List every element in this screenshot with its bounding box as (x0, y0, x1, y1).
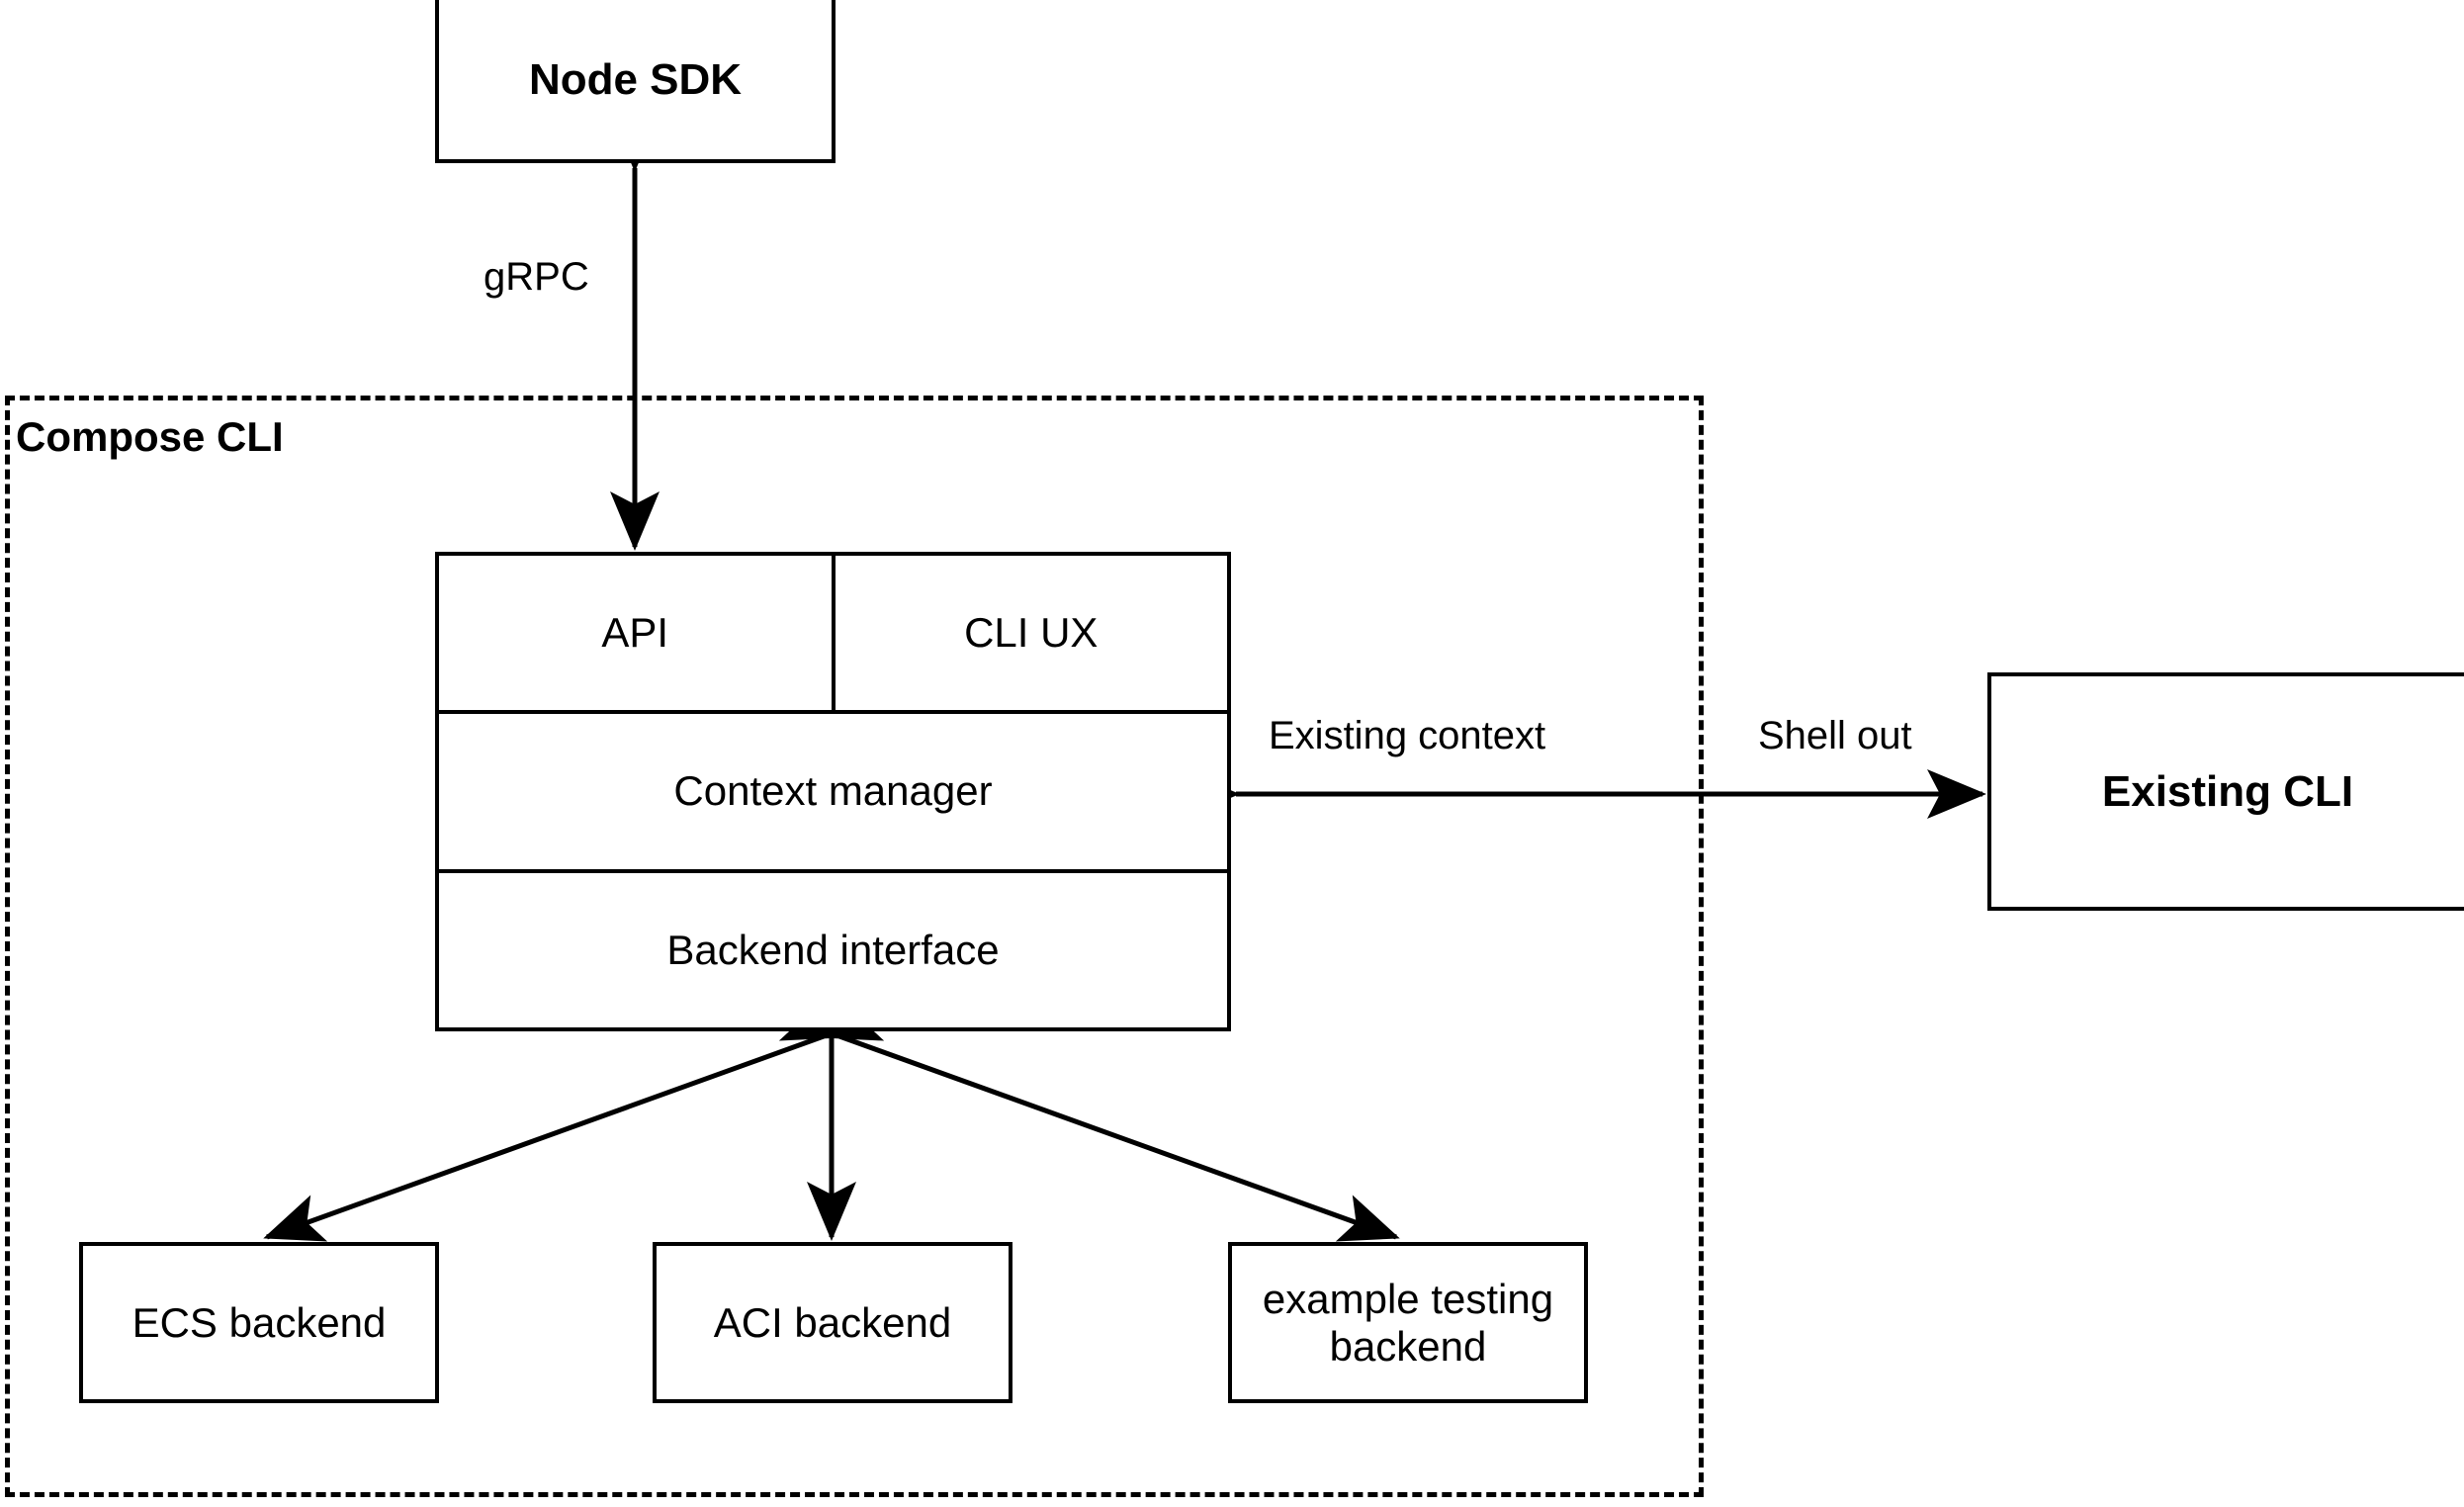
node-ecs-backend-label: ECS backend (132, 1298, 387, 1346)
edge-backend-example (778, 994, 1400, 1242)
node-api-label: API (601, 609, 669, 657)
node-example-testing-backend-label: example testing backend (1262, 1276, 1554, 1370)
node-cli-ux-label: CLI UX (964, 609, 1099, 657)
core-stack-row-context: Context manager (439, 710, 1227, 868)
node-ecs-backend[interactable]: ECS backend (79, 1242, 439, 1403)
node-cli-ux[interactable]: CLI UX (831, 556, 1228, 711)
node-backend-interface[interactable]: Backend interface (439, 873, 1227, 1027)
node-api[interactable]: API (439, 556, 832, 710)
node-existing-cli[interactable]: Existing CLI (1987, 672, 2464, 911)
group-compose-cli-label: Compose CLI (16, 413, 284, 460)
node-node-sdk-label: Node SDK (528, 54, 743, 104)
node-context-manager[interactable]: Context manager (439, 714, 1227, 868)
core-stack-row-backend: Backend interface (439, 868, 1227, 1027)
core-stack-row-top: API CLI UX (439, 556, 1228, 711)
node-aci-backend-label: ACI backend (713, 1298, 952, 1346)
node-existing-cli-label: Existing CLI (2101, 766, 2354, 816)
edge-label-grpc: gRPC (484, 255, 589, 299)
edge-label-shell-out: Shell out (1758, 714, 1912, 757)
edge-label-existing-context: Existing context (1269, 714, 1546, 757)
group-compose-cli (5, 396, 1704, 1497)
node-example-testing-backend[interactable]: example testing backend (1228, 1242, 1588, 1403)
core-component-stack: API CLI UX Context manager Backend inter… (435, 552, 1231, 1031)
node-context-manager-label: Context manager (673, 767, 993, 815)
node-node-sdk[interactable]: Node SDK (435, 0, 836, 163)
edge-backend-ecs (263, 994, 885, 1242)
node-aci-backend[interactable]: ACI backend (653, 1242, 1012, 1403)
node-backend-interface-label: Backend interface (666, 926, 1000, 973)
